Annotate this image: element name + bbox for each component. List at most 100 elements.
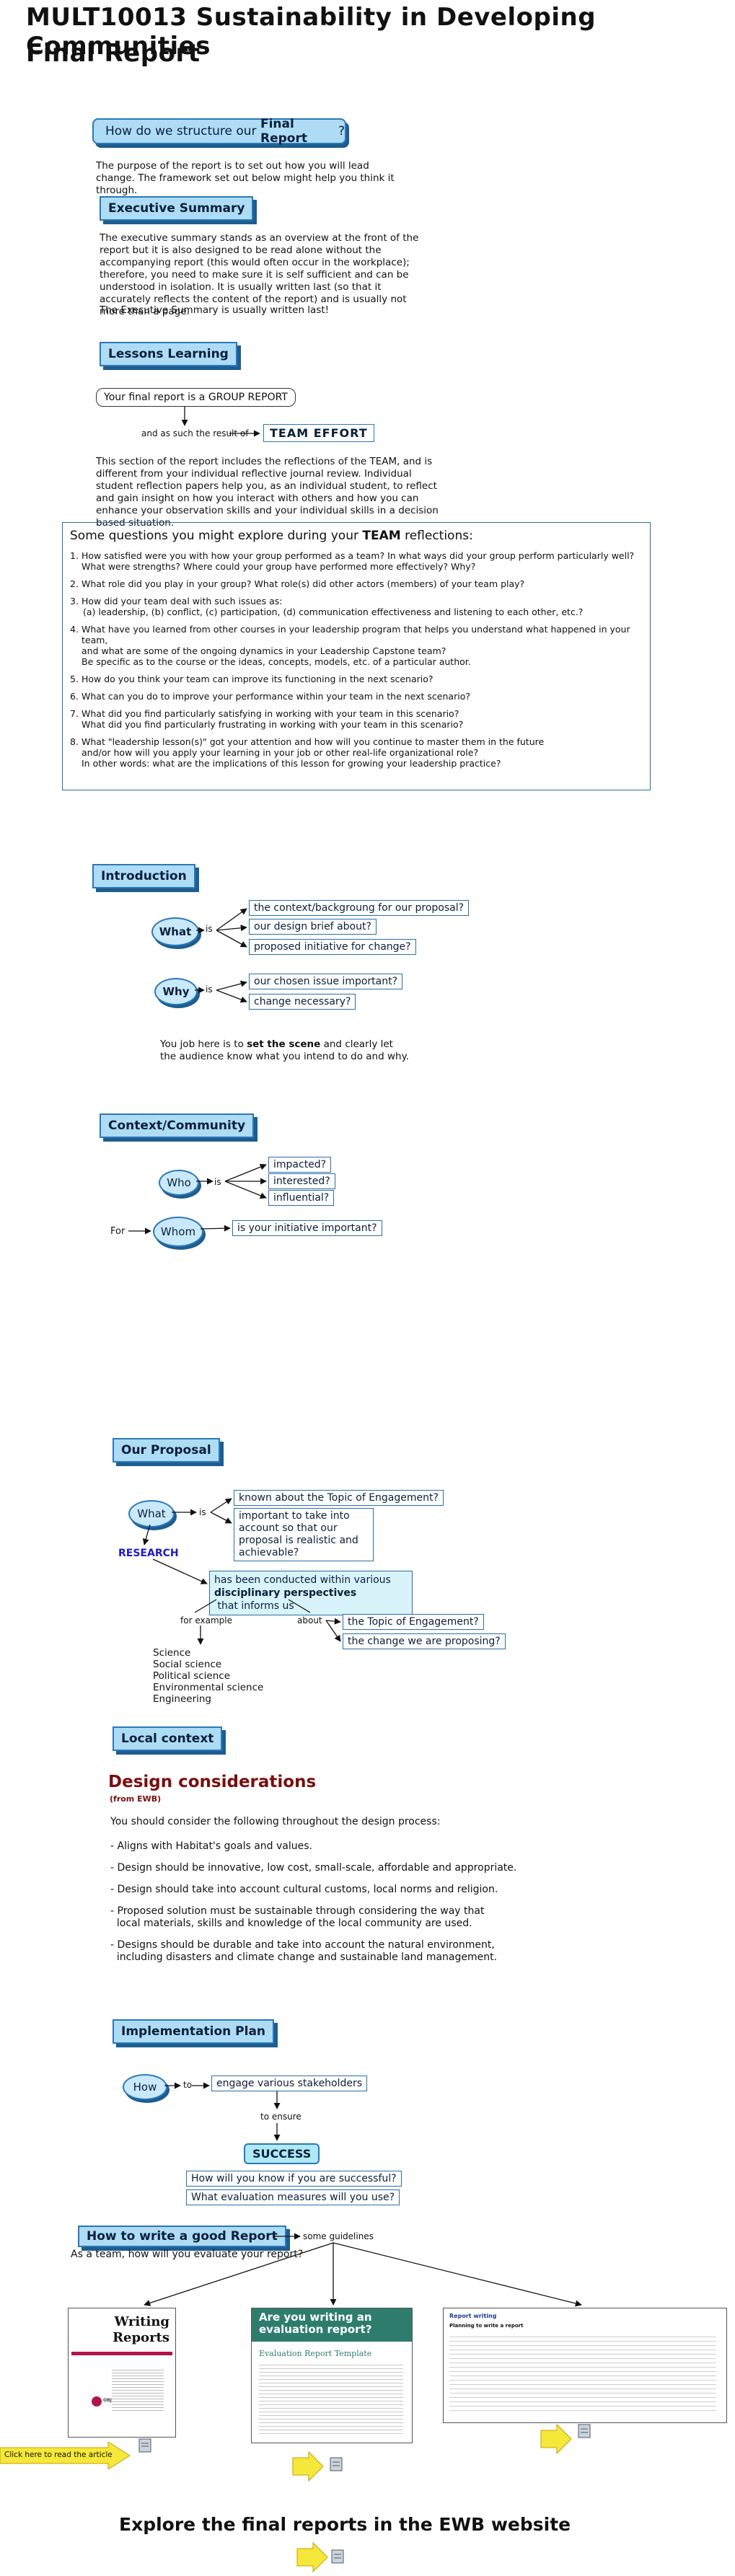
question-line: What did you find particularly satisfyin… [82, 708, 459, 719]
design-bullet: - Design should be innovative, low cost,… [110, 1862, 516, 1874]
question-item: 1.How satisfied were you with how your g… [70, 550, 643, 572]
explore-ewb-button[interactable] [296, 2541, 352, 2576]
question-line: Be specific as to the course or the idea… [82, 656, 471, 667]
design-bullet-line: - Design should be innovative, low cost,… [110, 1862, 517, 1874]
arrow-what-2 [216, 925, 247, 932]
arrow-why-2 [216, 989, 247, 1003]
question-text: How did your team deal with such issues … [82, 596, 583, 617]
click-here-label[interactable]: Click here to read the article [0, 2441, 131, 2470]
good-report-subtitle: As a team, how will you evaluate your re… [71, 2249, 304, 2260]
open-article-1-button[interactable] [137, 2438, 153, 2456]
intro-note-suffix: and clearly let [320, 1038, 393, 1050]
question-line: What did you find particularly frustrati… [82, 719, 464, 730]
questions-heading: Some questions you might explore during … [70, 529, 643, 543]
context-who-item-1: impacted? [268, 1157, 332, 1173]
question-line: (a) leadership, (b) conflict, (c) partic… [83, 606, 584, 617]
design-bullet-line: - Proposed solution must be sustainable … [110, 1905, 485, 1917]
design-bullet-line: - Design should take into account cultur… [110, 1884, 498, 1895]
section-executive-summary: Executive Summary [100, 196, 254, 221]
exec-para2: The Executive Summary is usually written… [100, 304, 330, 316]
thumb3-lines [449, 2333, 716, 2414]
question-number: 8. [70, 736, 79, 747]
question-item: 3.How did your team deal with such issue… [70, 596, 643, 617]
section-implementation-plan: Implementation Plan [113, 2019, 275, 2044]
question-line: and what are some of the ongoing dynamic… [82, 645, 446, 656]
arrow-who-1 [224, 1163, 267, 1182]
discipline-item: Environmental science [153, 1682, 264, 1693]
question-number: 2. [70, 578, 79, 589]
arrow-what-1 [216, 908, 247, 931]
lessons-para: This section of the report includes the … [96, 456, 439, 529]
question-line: In other words: what are the implication… [82, 758, 501, 769]
arrow-guide-3 [333, 2242, 582, 2307]
open-article-2-button[interactable] [291, 2451, 348, 2485]
proposal-what-oval: What [128, 1500, 175, 1527]
question-line: What can you do to improve your performa… [82, 691, 470, 702]
proposal-item-2: important to take into account so that o… [234, 1508, 374, 1561]
intro-why-item-1: our chosen issue important? [249, 974, 403, 989]
design-bullets: - Aligns with Habitat's goals and values… [110, 1840, 516, 1973]
section-context-community: Context/Community [100, 1113, 255, 1138]
questions-list: 1.How satisfied were you with how your g… [70, 550, 643, 769]
open-article-3-button[interactable] [540, 2423, 596, 2458]
thumb2-subtitle: Evaluation Report Template [259, 2349, 372, 2358]
question-item: 5.How do you think your team can improve… [70, 674, 643, 684]
thumbnail-report-writing[interactable]: Report writing Planning to write a repor… [443, 2308, 727, 2423]
research-box-bold: disciplinary perspectives [214, 1587, 357, 1599]
design-bullet: - Aligns with Habitat's goals and values… [110, 1840, 516, 1853]
research-box-line1: has been conducted within various [214, 1574, 391, 1586]
line-to-for-example [194, 1599, 217, 1613]
arrow-proposal-1 [210, 1498, 232, 1513]
question-item: 6.What can you do to improve your perfor… [70, 691, 643, 702]
line-to-about [288, 1599, 311, 1613]
about-item-2: the change we are proposing? [343, 1633, 506, 1649]
context-who-item-2: interested? [268, 1173, 335, 1189]
thumbnail-writing-reports[interactable]: Writing Reports OBJECTIVES [68, 2308, 176, 2438]
thumb1-title2: Reports [113, 2330, 170, 2345]
success-box: SUCCESS [244, 2143, 320, 2164]
question-number: 4. [70, 624, 79, 635]
question-number: 5. [70, 674, 79, 684]
arrow-about-2 [325, 1620, 341, 1642]
question-text: What can you do to improve your performa… [82, 691, 470, 702]
thumbnail-evaluation-report[interactable]: Are you writing an evaluation report? Ev… [251, 2308, 413, 2443]
who-oval: Who [159, 1170, 199, 1196]
click-here-arrow-icon [0, 2441, 131, 2470]
question-line: How do you think your team can improve i… [82, 674, 433, 684]
questions-heading-bold: TEAM [362, 529, 401, 543]
section-lessons-learning: Lessons Learning [100, 342, 237, 366]
questions-heading-prefix: Some questions you might explore during … [70, 529, 363, 543]
success-question-1: How will you know if you are successful? [186, 2171, 402, 2187]
design-bullet: - Design should take into account cultur… [110, 1884, 516, 1896]
design-bullet-line: local materials, skills and knowledge of… [110, 1918, 472, 1929]
whom-oval: Whom [153, 1217, 203, 1247]
arrow-doc-icon [540, 2423, 591, 2455]
design-intro: You should consider the following throug… [110, 1816, 441, 1827]
context-is: is [214, 1177, 221, 1187]
intro-note-bold: set the scene [247, 1038, 321, 1050]
design-title: Design considerations [108, 1773, 317, 1791]
arrow-whom-item [200, 1225, 231, 1232]
thumb3-title: Report writing [449, 2313, 497, 2319]
arrow-who-3 [224, 1181, 267, 1199]
question-text: What "leadership lesson(s)" got your att… [82, 736, 544, 769]
discipline-item: Science [153, 1647, 191, 1659]
intro-banner: How do we structure our Final Report? [92, 117, 346, 146]
question-item: 4.What have you learned from other cours… [70, 624, 643, 667]
question-line: and/or how will you apply your learning … [82, 747, 479, 758]
proposal-is: is [199, 1507, 206, 1517]
document-icon [138, 2438, 151, 2453]
question-text: How do you think your team can improve i… [82, 674, 433, 684]
intro-why-item-2: change necessary? [249, 994, 356, 1010]
research-label: RESEARCH [118, 1548, 179, 1559]
engage-box: engage various stakeholders [211, 2076, 368, 2091]
design-bullet-line: - Designs should be durable and take int… [110, 1939, 495, 1951]
team-effort-box: TEAM EFFORT [263, 424, 374, 442]
arrow-doc-icon [296, 2541, 344, 2573]
context-who-item-3: influential? [268, 1190, 335, 1206]
footer-text: Explore the final reports in the EWB web… [119, 2514, 571, 2535]
research-box: has been conducted within various discip… [209, 1571, 413, 1615]
question-line: What role did you play in your group? Wh… [82, 578, 525, 589]
thumb1-title1: Writing [114, 2314, 170, 2329]
